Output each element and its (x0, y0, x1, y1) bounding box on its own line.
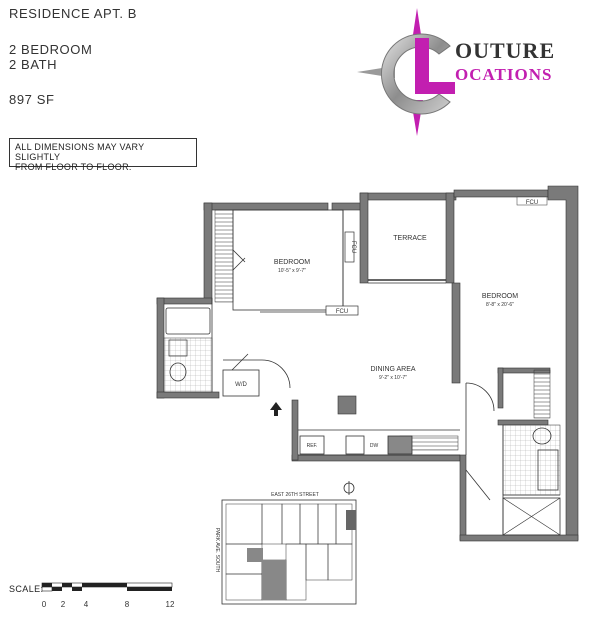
logo-c-ring (380, 33, 451, 115)
bathroom-1-toilet (169, 362, 187, 382)
bathroom-1-tub (165, 307, 211, 335)
logo-text-locations: OCATIONS (455, 65, 552, 84)
key-plan-street-side: PARK AVE. SOUTH (214, 528, 220, 573)
fcu-label-3: FCU (526, 200, 538, 206)
bedroom-count: 2 BEDROOM (9, 42, 93, 57)
bathroom-2-floor (502, 424, 561, 496)
bedroom-1-closet (214, 209, 234, 303)
hall-closet (533, 369, 551, 419)
bathroom-2-vanity (537, 449, 559, 491)
bathroom-1-sink (168, 339, 188, 357)
disclaimer-line-2: FROM FLOOR TO FLOOR. (15, 162, 132, 172)
bedroom-2-label: BEDROOM (482, 293, 518, 300)
key-plan-street-top: EAST 26TH STREET (271, 492, 319, 498)
scale-bar: 0 2 4 8 12 (41, 582, 175, 609)
kitchen-sink (345, 435, 365, 455)
exterior-walls (156, 185, 579, 542)
bath-count: 2 BATH (9, 57, 58, 72)
bedroom-1-dims: 10'-5" x 9'-7" (278, 268, 306, 274)
range (387, 435, 413, 455)
fcu-box-1 (325, 305, 359, 316)
dimension-disclaimer: ALL DIMENSIONS MAY VARY SLIGHTLY FROM FL… (9, 138, 197, 172)
refrigerator-label: REF. (307, 443, 318, 449)
scale-tick-2: 2 (61, 600, 66, 609)
washer-dryer-label: W/D (235, 382, 247, 388)
bathroom-2-toilet (532, 427, 552, 445)
dining-area-dims: 9'-2" x 10'-7" (379, 375, 407, 381)
fcu-box-2 (344, 231, 355, 263)
key-plan: EAST 26TH STREET PARK AVE. SOUTH (214, 492, 357, 605)
bedroom-1-label: BEDROOM (274, 259, 310, 266)
scale-tick-4: 4 (84, 600, 89, 609)
key-plan-highlight (262, 560, 286, 600)
scale-tick-8: 8 (125, 600, 130, 609)
square-footage: 897 SF (9, 92, 55, 107)
bathroom-1-floor (163, 337, 213, 393)
disclaimer-line-1: ALL DIMENSIONS MAY VARY SLIGHTLY (15, 142, 145, 162)
bathroom-2-shower (502, 497, 561, 536)
couture-locations-logo: OUTURE OCATIONS (357, 8, 555, 136)
scale-label: SCALE: (9, 584, 44, 594)
scale-tick-12: 12 (166, 600, 175, 609)
bedroom-2-dims: 8'-8" x 20'-6" (486, 302, 514, 308)
logo-l-mark (415, 38, 455, 94)
dishwasher-label: DW (370, 443, 379, 449)
logo-text-couture: OUTURE (455, 38, 555, 63)
fcu-label-2: FCU (350, 241, 356, 253)
scale-tick-0: 0 (42, 600, 47, 609)
residence-title: RESIDENCE APT. B (9, 6, 138, 21)
entry-arrow-icon (270, 402, 282, 416)
fcu-label-1: FCU (336, 309, 348, 315)
dining-area-label: DINING AREA (370, 366, 415, 373)
refrigerator (299, 435, 325, 455)
terrace-label: TERRACE (393, 235, 427, 242)
